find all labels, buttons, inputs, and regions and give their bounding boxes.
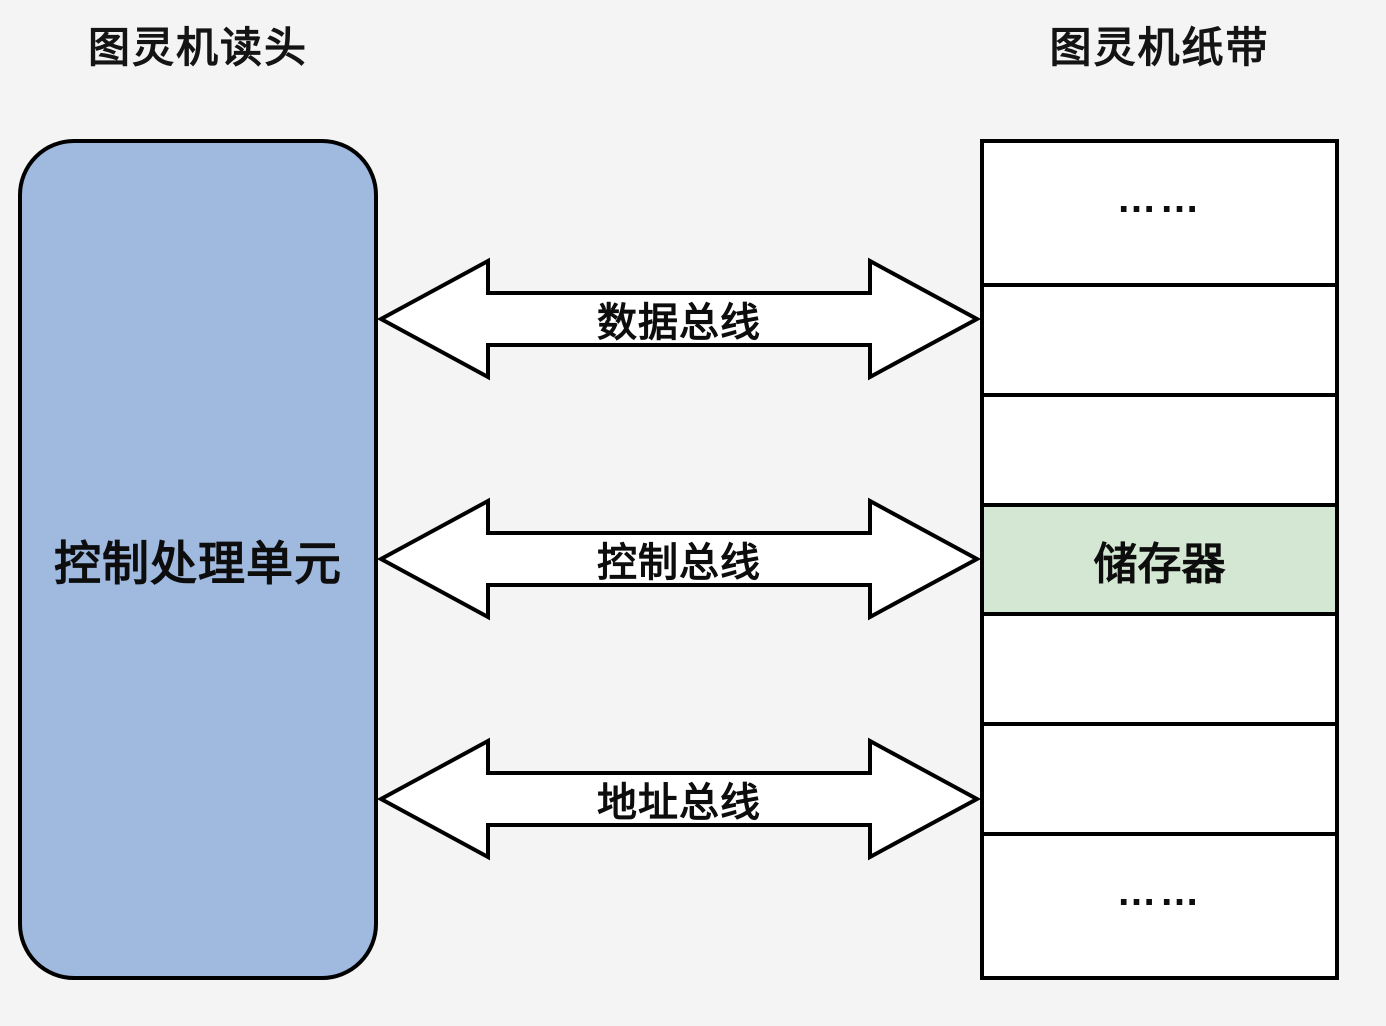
address-bus-arrow: 地址总线: [378, 737, 980, 861]
right-column-title: 图灵机纸带: [1049, 24, 1270, 71]
left-column-title: 图灵机读头: [87, 24, 308, 71]
tape-cell-memory: 储存器: [984, 506, 1335, 617]
tape-cell-ellipsis: ……: [984, 836, 1335, 977]
tape: …… 储存器 ……: [980, 139, 1339, 980]
double-arrow-icon: [378, 737, 980, 861]
tape-cell-empty: [984, 616, 1335, 727]
tape-cell-empty: [984, 726, 1335, 837]
control-processing-unit-label: 控制处理单元: [54, 537, 342, 590]
double-arrow-icon: [378, 257, 980, 381]
tape-cell-empty: [984, 286, 1335, 397]
control-bus-label: 控制总线: [597, 541, 761, 585]
tape-cell-ellipsis: ……: [984, 143, 1335, 287]
tape-cell-empty: [984, 396, 1335, 507]
data-bus-label: 数据总线: [597, 301, 761, 345]
control-processing-unit-box: 控制处理单元: [18, 139, 378, 980]
data-bus-arrow: 数据总线: [378, 257, 980, 381]
address-bus-label: 地址总线: [597, 781, 761, 825]
double-arrow-icon: [378, 497, 980, 621]
control-bus-arrow: 控制总线: [378, 497, 980, 621]
